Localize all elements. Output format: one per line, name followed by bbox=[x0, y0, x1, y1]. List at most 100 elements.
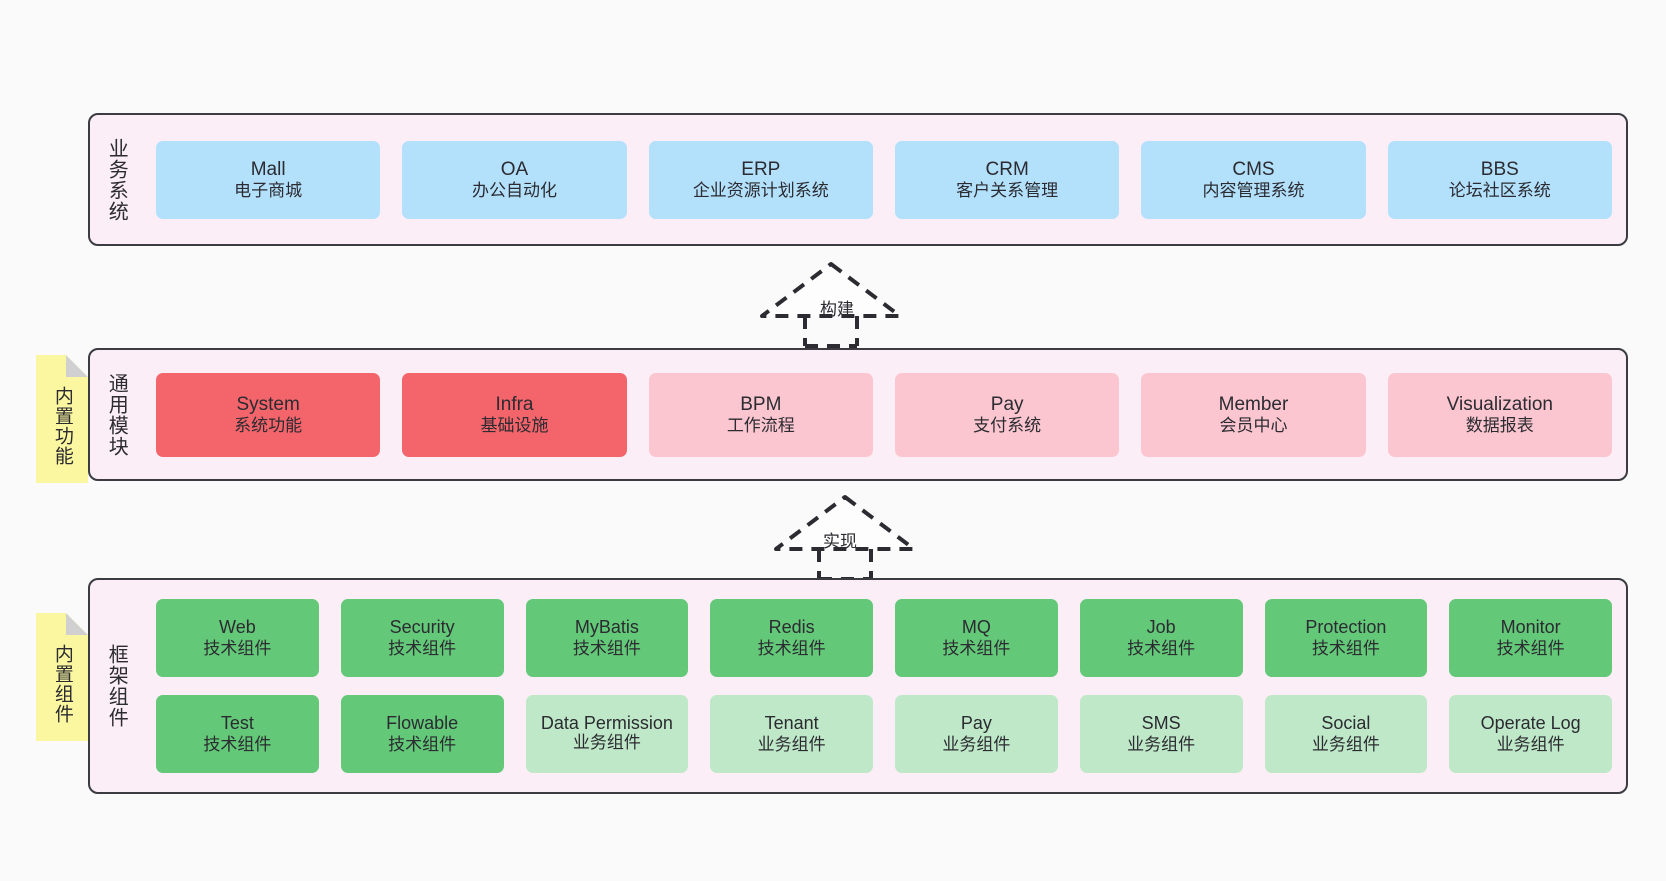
node-subtitle: 支付系统 bbox=[973, 415, 1042, 435]
node-title: Member bbox=[1218, 393, 1289, 415]
layer-title-framework-components: 框架组件 bbox=[105, 644, 128, 728]
note-fold-corner bbox=[66, 355, 88, 377]
node-title: Pay bbox=[990, 393, 1024, 415]
node-subtitle: 论坛社区系统 bbox=[1448, 180, 1551, 200]
node-subtitle: 技术组件 bbox=[1311, 638, 1380, 658]
node-title: Operate Log bbox=[1480, 712, 1581, 733]
node-row: Mall 电子商城 OA 办公自动化 ERP 企业资源计划系统 CRM 客户关系… bbox=[156, 140, 1612, 219]
node-subtitle: 系统功能 bbox=[234, 415, 303, 435]
node-subtitle: 业务组件 bbox=[757, 734, 826, 754]
node-subtitle: 工作流程 bbox=[726, 415, 795, 435]
layer-title-common-modules: 通用模块 bbox=[105, 372, 128, 457]
node-web[interactable]: Web 技术组件 bbox=[156, 599, 319, 677]
node-job[interactable]: Job 技术组件 bbox=[1079, 599, 1243, 677]
node-subtitle: 技术组件 bbox=[388, 638, 457, 658]
node-subtitle: 业务组件 bbox=[1311, 734, 1380, 754]
node-operate-log[interactable]: Operate Log 业务组件 bbox=[1449, 695, 1612, 773]
node-subtitle: 电子商城 bbox=[234, 180, 303, 200]
node-mq[interactable]: MQ 技术组件 bbox=[895, 599, 1058, 677]
node-subtitle: 技术组件 bbox=[1127, 638, 1196, 658]
node-subtitle: 技术组件 bbox=[757, 638, 826, 658]
node-subtitle: 办公自动化 bbox=[471, 180, 557, 200]
node-erp[interactable]: ERP 企业资源计划系统 bbox=[648, 140, 873, 219]
connector-label-implement: 实现 bbox=[823, 532, 857, 551]
node-subtitle: 技术组件 bbox=[388, 734, 457, 754]
node-pay[interactable]: Pay 支付系统 bbox=[894, 372, 1120, 457]
node-test[interactable]: Test 技术组件 bbox=[156, 695, 319, 773]
node-title: Flowable bbox=[386, 712, 459, 733]
note-label: 内置组件 bbox=[51, 644, 73, 724]
node-mall[interactable]: Mall 电子商城 bbox=[156, 140, 381, 219]
node-title: MyBatis bbox=[574, 616, 639, 637]
node-protection[interactable]: Protection 技术组件 bbox=[1264, 599, 1428, 677]
node-tenant[interactable]: Tenant 业务组件 bbox=[710, 695, 873, 773]
note-builtin-function: 内置功能 bbox=[36, 355, 88, 483]
node-subtitle: 技术组件 bbox=[203, 734, 272, 754]
node-crm[interactable]: CRM 客户关系管理 bbox=[894, 140, 1120, 219]
node-subtitle: 数据报表 bbox=[1465, 415, 1534, 435]
node-title: ERP bbox=[741, 158, 781, 180]
node-oa[interactable]: OA 办公自动化 bbox=[402, 140, 627, 219]
node-sms[interactable]: SMS 业务组件 bbox=[1079, 695, 1243, 773]
node-row-business: Test 技术组件 Flowable 技术组件 Data Permission … bbox=[156, 695, 1612, 773]
node-mybatis[interactable]: MyBatis 技术组件 bbox=[525, 599, 689, 677]
node-title: Web bbox=[219, 616, 256, 637]
node-title: Security bbox=[389, 616, 455, 637]
node-visualization[interactable]: Visualization 数据报表 bbox=[1387, 372, 1612, 457]
connector-label-build: 构建 bbox=[820, 300, 854, 319]
node-system[interactable]: System 系统功能 bbox=[156, 372, 381, 457]
node-cms[interactable]: CMS 内容管理系统 bbox=[1141, 140, 1366, 219]
note-builtin-component: 内置组件 bbox=[36, 613, 88, 741]
node-title: Social bbox=[1321, 712, 1371, 733]
node-title: Pay bbox=[960, 712, 992, 733]
node-title: CMS bbox=[1232, 158, 1275, 180]
node-subtitle: 企业资源计划系统 bbox=[692, 180, 829, 200]
node-flowable[interactable]: Flowable 技术组件 bbox=[340, 695, 504, 773]
node-pay-business[interactable]: Pay 业务组件 bbox=[895, 695, 1058, 773]
node-title: Tenant bbox=[764, 712, 819, 733]
node-subtitle: 客户关系管理 bbox=[956, 180, 1059, 200]
node-subtitle: 业务组件 bbox=[1127, 734, 1196, 754]
node-row-technical: Web 技术组件 Security 技术组件 MyBatis 技术组件 Redi… bbox=[156, 599, 1612, 677]
layer-business-system: 业务系统 Mall 电子商城 OA 办公自动化 ERP 企业资源计划系统 CRM… bbox=[88, 113, 1628, 246]
layer-body-framework-components: Web 技术组件 Security 技术组件 MyBatis 技术组件 Redi… bbox=[142, 580, 1626, 792]
node-security[interactable]: Security 技术组件 bbox=[340, 599, 504, 677]
layer-body-common-modules: System 系统功能 Infra 基础设施 BPM 工作流程 Pay 支付系统… bbox=[142, 350, 1626, 479]
node-title: Redis bbox=[768, 616, 815, 637]
node-title: System bbox=[236, 393, 300, 415]
node-subtitle: 技术组件 bbox=[1496, 638, 1565, 658]
node-subtitle: 技术组件 bbox=[942, 638, 1011, 658]
node-social[interactable]: Social 业务组件 bbox=[1264, 695, 1428, 773]
node-title: Visualization bbox=[1446, 393, 1553, 415]
node-subtitle: 会员中心 bbox=[1219, 415, 1288, 435]
node-title: Mall bbox=[250, 158, 286, 180]
node-title: Job bbox=[1146, 616, 1176, 637]
node-title: Protection bbox=[1305, 616, 1387, 637]
note-fold-corner bbox=[66, 613, 88, 635]
node-monitor[interactable]: Monitor 技术组件 bbox=[1449, 599, 1612, 677]
node-title: CRM bbox=[985, 158, 1029, 180]
node-title: Test bbox=[220, 712, 254, 733]
layer-body-business-system: Mall 电子商城 OA 办公自动化 ERP 企业资源计划系统 CRM 客户关系… bbox=[142, 115, 1626, 244]
node-title: SMS bbox=[1141, 712, 1181, 733]
node-data-permission[interactable]: Data Permission 业务组件 bbox=[525, 695, 689, 773]
node-title: MQ bbox=[961, 616, 991, 637]
node-title: Data Permission bbox=[540, 713, 673, 734]
node-redis[interactable]: Redis 技术组件 bbox=[710, 599, 873, 677]
node-member[interactable]: Member 会员中心 bbox=[1141, 372, 1366, 457]
node-subtitle: 技术组件 bbox=[203, 638, 272, 658]
node-subtitle: 内容管理系统 bbox=[1202, 180, 1305, 200]
layer-framework-components: 框架组件 Web 技术组件 Security 技术组件 MyBatis 技术组件… bbox=[88, 578, 1628, 794]
node-title: BBS bbox=[1480, 158, 1519, 180]
node-subtitle: 业务组件 bbox=[1496, 734, 1565, 754]
generalization-arrow-build bbox=[760, 262, 902, 348]
node-infra[interactable]: Infra 基础设施 bbox=[402, 372, 627, 457]
node-subtitle: 技术组件 bbox=[572, 638, 641, 658]
node-bpm[interactable]: BPM 工作流程 bbox=[648, 372, 873, 457]
node-subtitle: 业务组件 bbox=[572, 733, 641, 753]
node-bbs[interactable]: BBS 论坛社区系统 bbox=[1387, 140, 1612, 219]
node-subtitle: 业务组件 bbox=[942, 734, 1011, 754]
node-title: BPM bbox=[740, 393, 782, 415]
node-title: Monitor bbox=[1500, 616, 1561, 637]
node-title: Infra bbox=[495, 393, 534, 415]
